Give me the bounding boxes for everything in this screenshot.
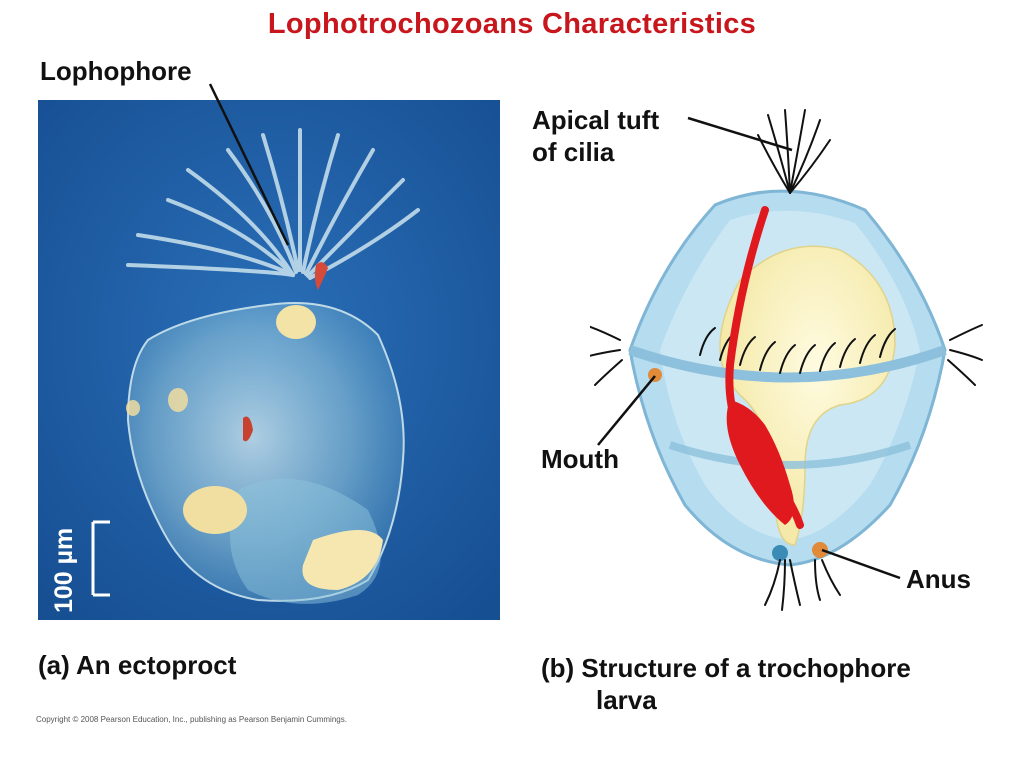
trochophore-diagram <box>590 109 983 611</box>
lophophore-label: Lophophore <box>40 56 192 86</box>
apical-tuft-line2: of cilia <box>532 137 615 167</box>
caption-b-line1: (b) Structure of a trochophore <box>541 653 911 683</box>
apical-tuft-line1: Apical tuft <box>532 105 660 135</box>
ectoproct-photo <box>38 100 500 620</box>
page-title: Lophotrochozoans Characteristics <box>267 8 757 40</box>
apical-tuft-label: Apical tuft of cilia <box>532 104 659 168</box>
caption-b: (b) Structure of a trochophore larva <box>541 652 911 716</box>
caption-b-line2: larva <box>596 685 657 715</box>
anus-label: Anus <box>906 564 971 594</box>
copyright-notice: Copyright © 2008 Pearson Education, Inc.… <box>36 715 347 724</box>
caption-a: (a) An ectoproct <box>38 650 237 680</box>
mouth-label: Mouth <box>541 444 619 474</box>
